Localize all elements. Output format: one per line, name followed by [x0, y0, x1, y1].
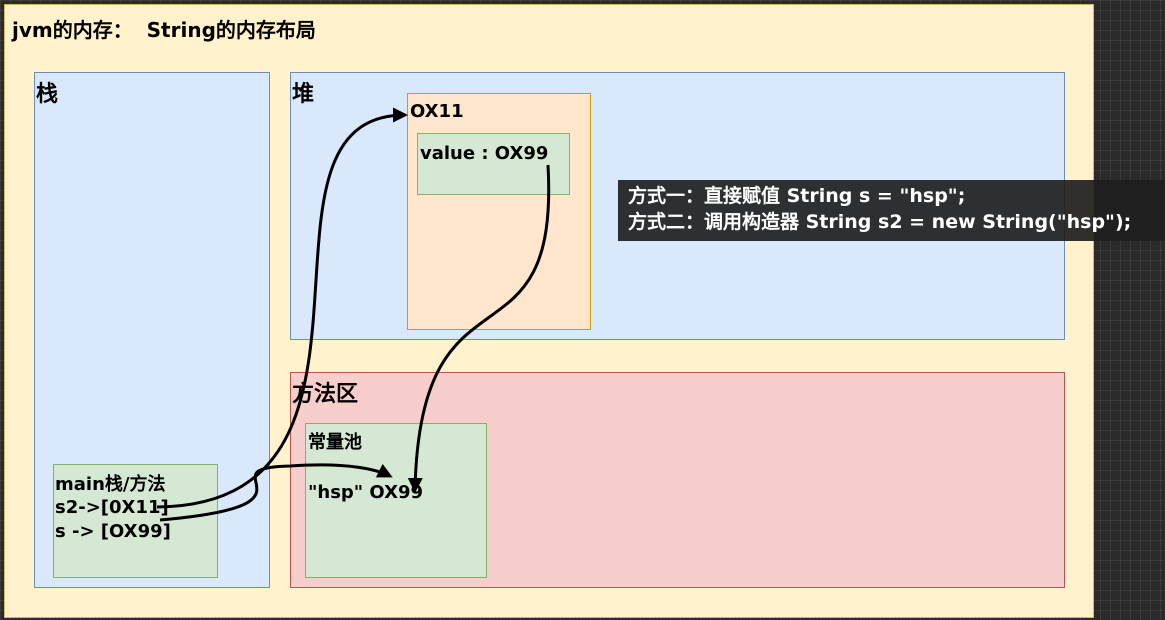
caption-line-1: 方式一：直接赋值 String s = "hsp"; — [628, 185, 966, 207]
caption-line-2: 方式二：调用构造器 String s2 = new String("hsp"); — [628, 211, 1132, 233]
heap-label: 堆 — [292, 82, 315, 107]
heap-object-box — [407, 93, 591, 330]
main-frame-s-reference: s -> [OX99] — [55, 521, 171, 542]
value-field-text: value : OX99 — [420, 143, 549, 164]
constant-pool-label: 常量池 — [308, 432, 362, 453]
diagram-title: jvm的内存： String的内存布局 — [12, 18, 316, 42]
main-frame-s2-reference: s2->[0X11] — [55, 497, 169, 518]
caption-overlay: 方式一：直接赋值 String s = "hsp"; 方式二：调用构造器 Str… — [618, 180, 1165, 241]
main-frame-title: main栈/方法 — [55, 474, 166, 495]
constant-pool-entry: "hsp" OX99 — [308, 482, 424, 503]
method-area-label: 方法区 — [292, 382, 359, 407]
stack-label: 栈 — [36, 82, 59, 107]
heap-object-address: OX11 — [410, 101, 464, 122]
